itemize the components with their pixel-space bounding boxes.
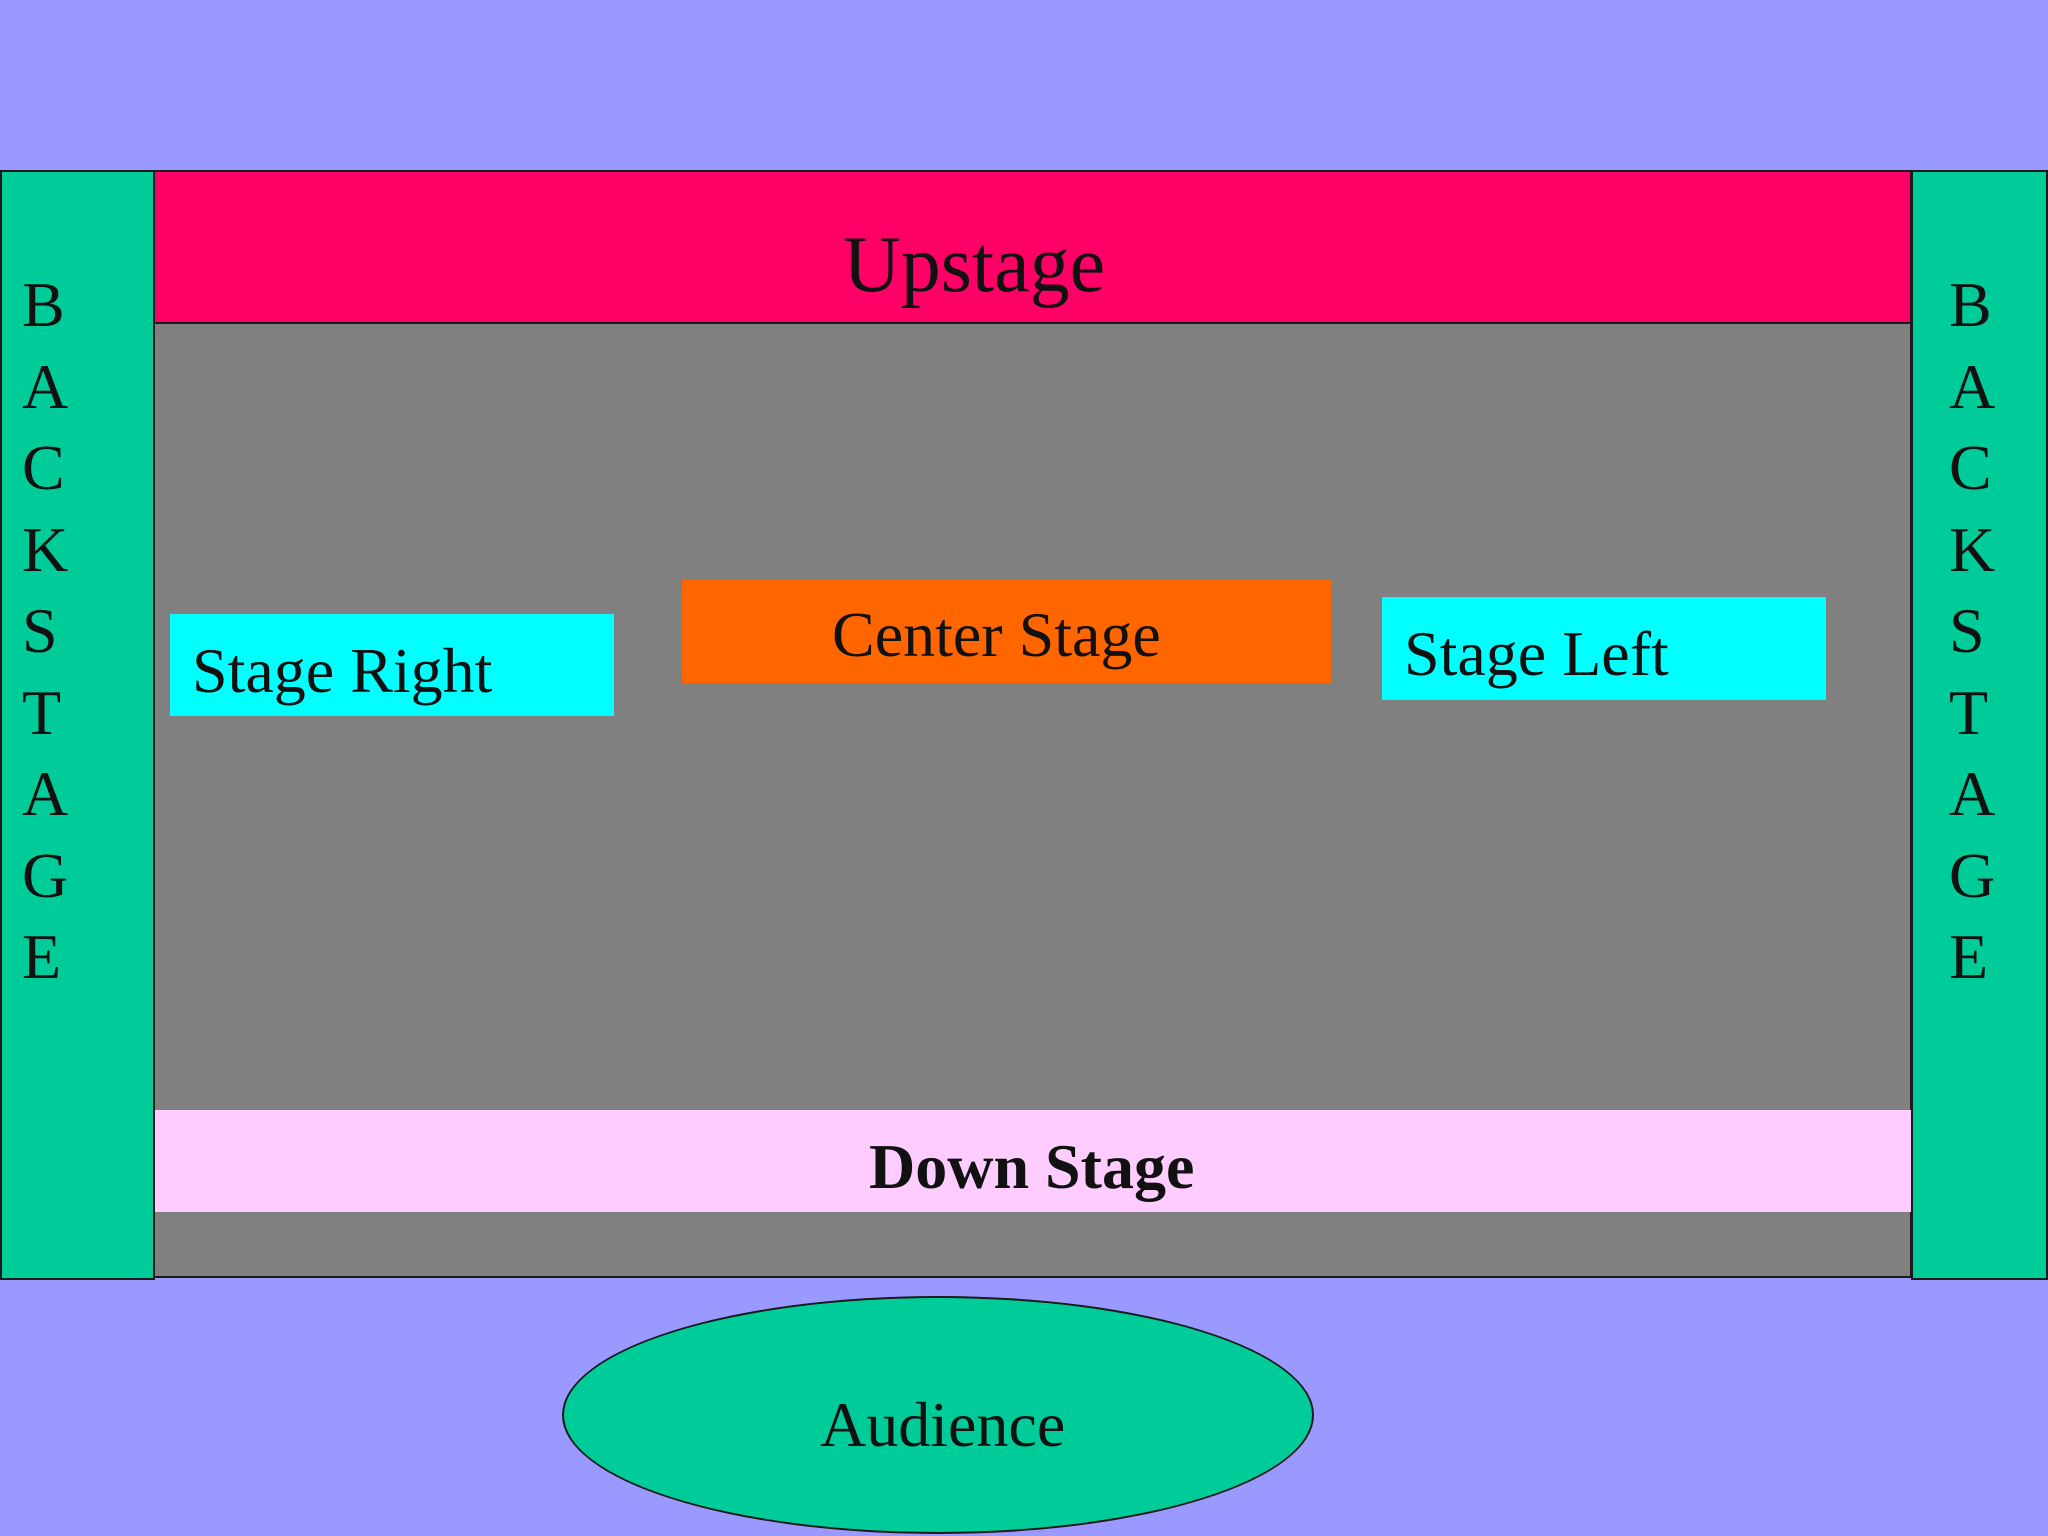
stage-right-box: Stage Right [170, 614, 614, 716]
backstage-left-letter: A [22, 758, 69, 829]
backstage-left-letter: S [22, 595, 58, 666]
stage-left-box: Stage Left [1382, 597, 1826, 700]
backstage-right-letter: E [1949, 921, 1989, 992]
backstage-left-letter: K [22, 513, 69, 585]
backstage-right-letter: S [1949, 595, 1985, 666]
backstage-left-letter: T [22, 676, 62, 748]
backstage-left-letter: C [22, 432, 65, 503]
audience-label: Audience [820, 1389, 1066, 1460]
backstage-right-letter: B [1949, 269, 1992, 340]
center-stage-box: Center Stage [682, 580, 1331, 683]
backstage-right-letter: T [1949, 676, 1989, 748]
down-stage-label: Down Stage [869, 1131, 1195, 1202]
backstage-right-letter: A [1949, 350, 1996, 422]
backstage-right-text: B A C K S T A G E [1949, 264, 1995, 998]
backstage-left: B A C K S T A G E [0, 170, 155, 1280]
backstage-right-letter: A [1949, 758, 1996, 829]
backstage-right-letter: G [1949, 839, 1996, 911]
backstage-left-letter: E [22, 921, 62, 992]
stage-left-label: Stage Left [1404, 618, 1669, 689]
upstage-area: Upstage [153, 170, 1912, 324]
backstage-left-text: B A C K S T A G E [22, 264, 68, 998]
backstage-left-letter: A [22, 350, 69, 422]
backstage-right-letter: K [1949, 513, 1996, 585]
stage-floor [153, 170, 1912, 1278]
stage-right-label: Stage Right [192, 635, 493, 706]
backstage-left-letter: G [22, 839, 69, 911]
backstage-right: B A C K S T A G E [1911, 170, 2048, 1280]
upstage-label: Upstage [843, 221, 1106, 309]
down-stage-area: Down Stage [155, 1110, 1911, 1212]
backstage-left-letter: B [22, 269, 65, 340]
audience-ellipse: Audience [562, 1296, 1314, 1534]
center-stage-label: Center Stage [832, 599, 1161, 670]
backstage-right-letter: C [1949, 432, 1992, 503]
